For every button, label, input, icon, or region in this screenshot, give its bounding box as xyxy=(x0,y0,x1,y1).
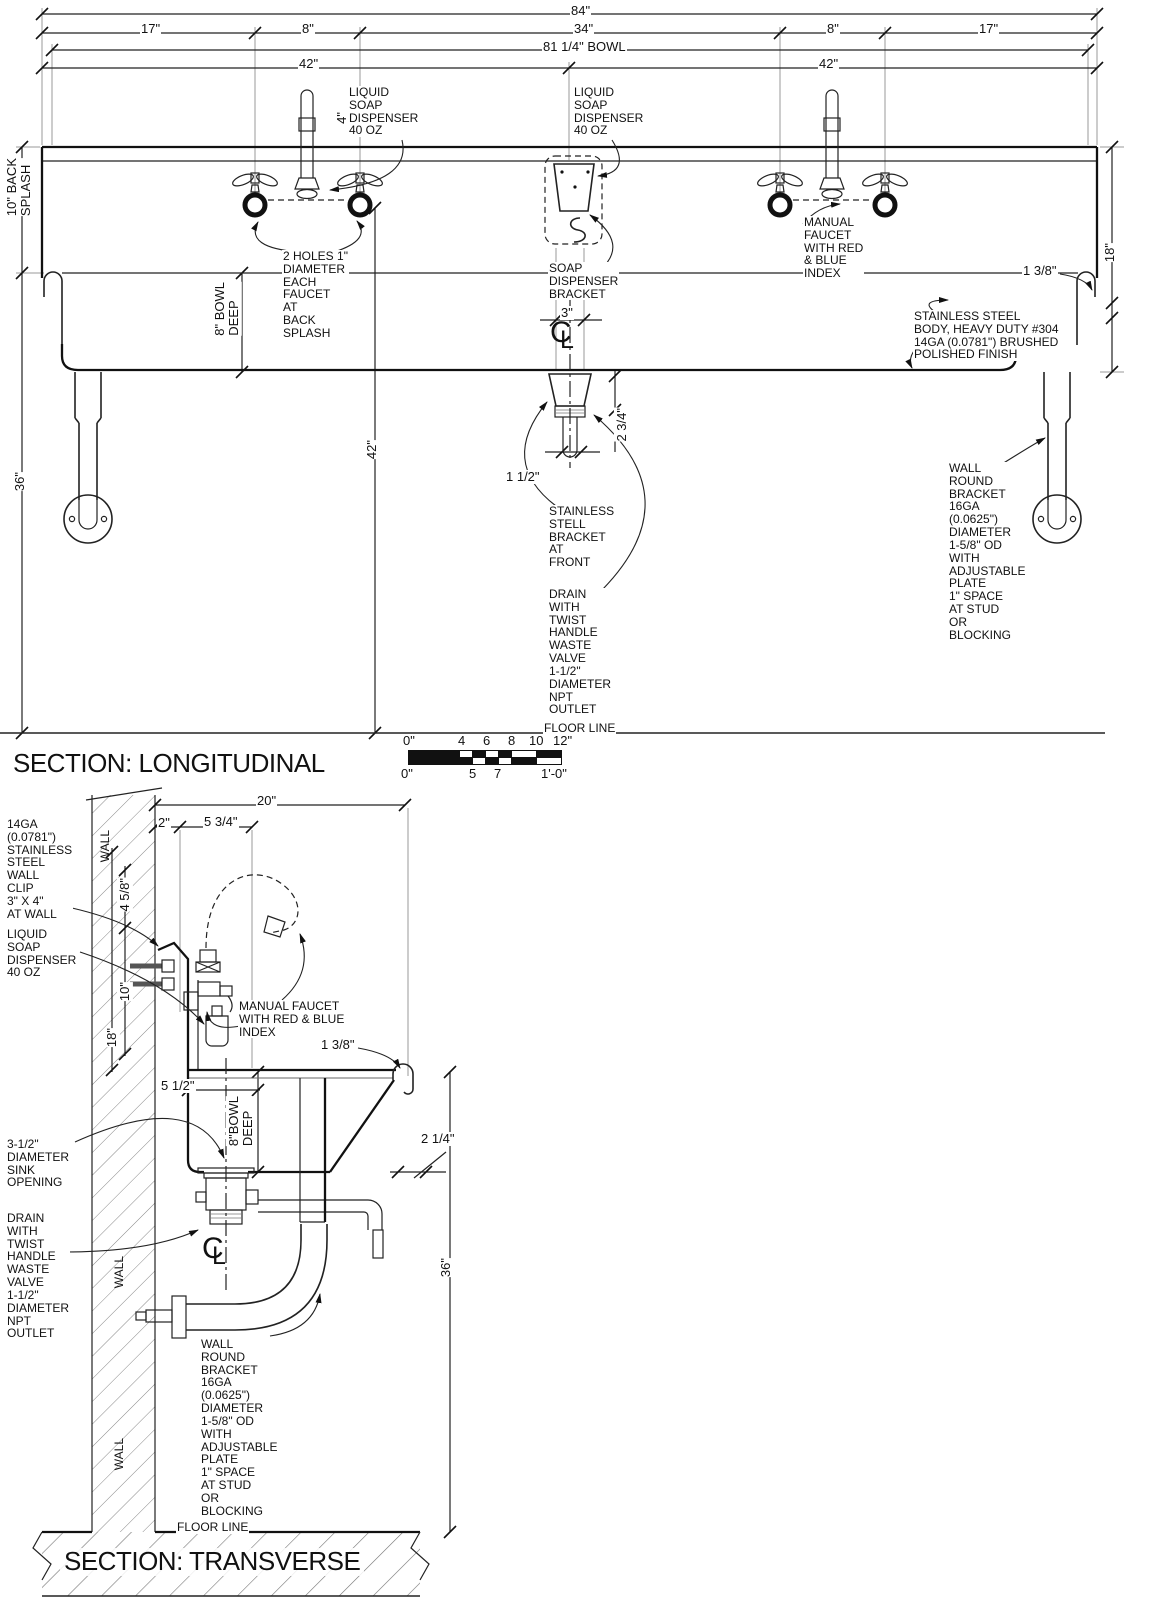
centerline-l: L xyxy=(212,1242,226,1270)
transverse-faucet xyxy=(183,874,299,1047)
title-section-transverse: SECTION: TRANSVERSE xyxy=(60,1547,365,1576)
dim-vertical-42: 42" xyxy=(364,440,380,460)
dim-left-8: 8" xyxy=(301,21,315,36)
dim-bracket-3: 3" xyxy=(560,305,574,320)
centerline-symbol-transverse: C L xyxy=(202,1232,242,1276)
note-soap-dispenser-left: LIQUID SOAP DISPENSER 40 OZ xyxy=(348,85,420,138)
dim-height-36: 36" xyxy=(12,472,28,492)
note-soap-dispenser-mid: LIQUID SOAP DISPENSER 40 OZ xyxy=(573,85,645,138)
scale-tick: 0" xyxy=(400,766,414,781)
dim-trans-18: 18" xyxy=(104,1028,120,1048)
scale-tick: 7 xyxy=(493,766,503,781)
label-trans-floor-line: FLOOR LINE xyxy=(176,1520,250,1534)
soap-dispenser-bracket-detail xyxy=(544,155,603,245)
longitudinal-drain xyxy=(548,300,592,468)
note-manual-faucet: MANUAL FAUCET WITH RED & BLUE INDEX xyxy=(803,215,865,281)
dim-pipe-1-12: 1 1/2" xyxy=(505,469,541,484)
note-trans-manual-faucet: MANUAL FAUCET WITH RED & BLUE INDEX xyxy=(238,999,346,1039)
dim-right-17: 17" xyxy=(978,21,1000,36)
note-faucet-holes: 2 HOLES 1" DIAMETER EACH FAUCET AT BACK … xyxy=(282,249,349,340)
centerline-l: L xyxy=(560,326,574,354)
dim-rim-1-38: 1 3/8" xyxy=(1022,263,1058,278)
dim-right-18: 18" xyxy=(1102,243,1118,263)
scale-tick: 5 xyxy=(468,766,478,781)
dim-trans-4-58: 4 5/8" xyxy=(117,878,133,912)
note-trans-soap: LIQUID SOAP DISPENSER 40 OZ xyxy=(6,927,78,980)
scale-bar: 0" 4 6 8 10 12" 0" 5 7 1'-0" xyxy=(400,734,580,782)
scale-bar-segment xyxy=(485,757,499,765)
label-floor-line: FLOOR LINE xyxy=(543,721,617,735)
scale-bar-segment xyxy=(472,757,486,765)
longitudinal-faucets xyxy=(231,89,909,215)
transverse-wall xyxy=(85,787,163,1532)
centerline-symbol: C L xyxy=(550,316,590,360)
dim-right-42: 42" xyxy=(818,56,840,71)
dim-trans-10: 10" xyxy=(117,982,133,1002)
scale-tick: 12" xyxy=(552,733,574,748)
scale-bar-segment xyxy=(498,757,512,765)
dim-bowl-deep-8: 8" BOWL DEEP xyxy=(212,282,242,336)
note-wall-clip: 14GA (0.0781") STAINLESS STEEL WALL CLIP… xyxy=(6,817,74,921)
dim-trans-2-14: 2 1/4" xyxy=(420,1131,456,1146)
note-trans-drain: DRAIN WITH TWIST HANDLE WASTE VALVE 1-1/… xyxy=(6,1211,71,1341)
longitudinal-sink-outline xyxy=(40,145,1099,372)
scale-bar-segment xyxy=(511,757,537,765)
dim-trans-20: 20" xyxy=(256,793,278,808)
dim-drain-2-34: 2 3/4" xyxy=(614,408,630,442)
dim-trans-5-34: 5 3/4" xyxy=(203,814,239,829)
dim-overall-84: 84" xyxy=(570,3,592,18)
centerline-c: C xyxy=(202,1232,224,1265)
transverse-sink-profile xyxy=(186,1063,414,1174)
note-sink-opening: 3-1/2" DIAMETER SINK OPENING xyxy=(6,1137,71,1190)
dim-trans-36: 36" xyxy=(438,1258,454,1278)
dim-right-8: 8" xyxy=(826,21,840,36)
label-wall-mid: WALL xyxy=(112,1256,126,1289)
scale-tick: 4 xyxy=(457,733,467,748)
note-soap-bracket: SOAP DISPENSER BRACKET xyxy=(548,261,620,301)
centerline-c: C xyxy=(550,316,572,349)
scale-tick: 1'-0" xyxy=(540,766,568,781)
scale-tick: 6 xyxy=(482,733,492,748)
dim-trans-1-38: 1 3/8" xyxy=(320,1037,356,1052)
note-drain: DRAIN WITH TWIST HANDLE WASTE VALVE 1-1/… xyxy=(548,587,613,717)
note-front-bracket: STAINLESS STELL BRACKET AT FRONT xyxy=(548,504,616,570)
note-stainless-body: STAINLESS STEEL BODY, HEAVY DUTY #304 14… xyxy=(913,309,1060,362)
dim-left-17: 17" xyxy=(140,21,162,36)
dim-trans-bowl-deep: 8"BOWL DEEP xyxy=(226,1096,256,1147)
dim-bowl-81: 81 1/4" BOWL xyxy=(542,39,627,54)
dim-backsplash-10: 10" BACK SPLASH xyxy=(4,158,34,217)
note-wall-round-bracket: WALL ROUND BRACKET 16GA (0.0625") DIAMET… xyxy=(948,461,1027,642)
transverse-support-bracket xyxy=(135,1078,328,1339)
transverse-leaders xyxy=(63,907,401,1337)
dim-left-42: 42" xyxy=(298,56,320,71)
dim-trans-2: 2" xyxy=(157,815,171,830)
scale-bar-segment xyxy=(459,757,473,765)
dim-mid-34: 34" xyxy=(573,21,595,36)
title-section-longitudinal: SECTION: LONGITUDINAL xyxy=(13,748,325,778)
scale-bar-segment xyxy=(536,757,562,765)
scale-bar-segment xyxy=(408,757,460,765)
label-wall-top: WALL xyxy=(98,830,112,863)
transverse-drain xyxy=(195,1058,384,1292)
transverse-dimensions xyxy=(105,798,457,1539)
scale-tick: 8 xyxy=(507,733,517,748)
scale-tick: 10 xyxy=(528,733,545,748)
dim-trans-5-12: 5 1/2" xyxy=(160,1078,196,1093)
transverse-wall-clip xyxy=(130,941,199,1070)
note-trans-wall-bracket: WALL ROUND BRACKET 16GA (0.0625") DIAMET… xyxy=(200,1337,279,1518)
scale-tick: 0" xyxy=(402,733,416,748)
label-wall-bottom: WALL xyxy=(112,1438,126,1471)
